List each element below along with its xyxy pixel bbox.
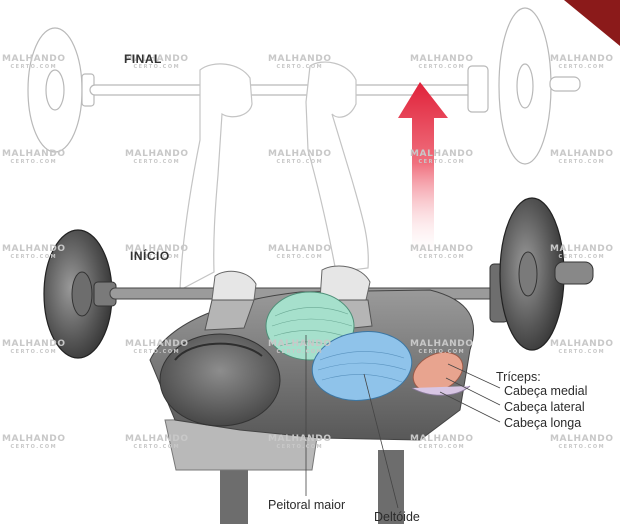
corner-badge	[564, 0, 620, 46]
lifter-body	[149, 265, 475, 441]
peitoral-maior-label: Peitoral maior	[268, 498, 346, 512]
final-barbell	[27, 7, 581, 165]
triceps-long-head	[411, 385, 471, 396]
inicio-label: INÍCIO	[130, 249, 170, 263]
triceps-heading-label: Tríceps:	[496, 370, 541, 384]
deltoide-label: Deltóide	[374, 510, 420, 524]
cabeca-lateral-label: Cabeça lateral	[504, 400, 585, 414]
final-label: FINAL	[124, 52, 162, 66]
cabeca-longa-label: Cabeça longa	[504, 416, 582, 430]
final-arms	[179, 61, 369, 292]
deltoid-muscle	[311, 331, 413, 401]
cabeca-medial-label: Cabeça medial	[504, 384, 588, 398]
deltoid-fibers	[317, 351, 407, 383]
upward-arrow	[398, 82, 448, 262]
leader-lines	[305, 335, 501, 509]
head	[159, 333, 281, 427]
